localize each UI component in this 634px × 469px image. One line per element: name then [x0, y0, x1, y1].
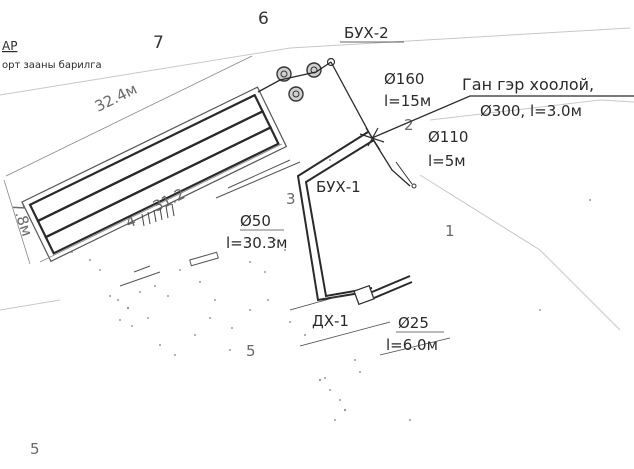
pipe-d160-length: l=15м	[384, 92, 431, 110]
infiltration-strip-1	[28, 93, 265, 223]
zone-number-5a: 5	[246, 342, 256, 360]
treatment-unit-2	[288, 86, 304, 102]
drawing-subtitle: орт зааны барилга	[2, 60, 102, 71]
outfall-spec: Ø300, l=3.0м	[480, 102, 582, 120]
treatment-units	[276, 62, 322, 102]
dimension-length-outer: 32.4м	[92, 80, 140, 116]
pipe-d25-run	[371, 275, 413, 299]
pipe-from-building	[257, 61, 332, 93]
pipe-d160	[330, 61, 373, 139]
zone-number-3: 3	[286, 190, 296, 208]
pipe-d160-diameter: Ø160	[384, 70, 424, 88]
zone-number-6: 6	[258, 9, 269, 29]
chamber-dh1-icon	[353, 284, 375, 306]
manhole-buh1-icon	[359, 127, 385, 151]
annotation-leaders	[240, 229, 451, 356]
zone-number-2: 2	[404, 116, 414, 134]
hatch-marks	[141, 203, 175, 227]
zone-number-1: 1	[445, 222, 455, 240]
terrain-dots	[71, 159, 591, 421]
outfall-title: Ган гэр хоолой,	[462, 75, 594, 94]
building-outline	[21, 86, 288, 263]
pipe-d50-diameter: Ø50	[240, 212, 271, 230]
valve-symbol-icon	[395, 161, 417, 189]
manhole-buh2-label: БУХ-2	[344, 24, 389, 42]
pipe-d25-length: l=6.0м	[386, 336, 438, 354]
dimension-width: 7.8м	[8, 200, 36, 239]
zone-number-5b: 5	[30, 440, 40, 458]
dimension-length-inner: 31.2	[150, 185, 188, 216]
dimension-lines	[3, 55, 283, 265]
pipe-d110-diameter: Ø110	[428, 128, 468, 146]
pipe-d50-run	[296, 131, 375, 302]
chamber-dh1-label: ДХ-1	[312, 312, 349, 330]
infiltration-strip-3	[44, 126, 280, 255]
pipe-d50-length: l=30.3м	[226, 234, 287, 252]
zone-number-7: 7	[153, 33, 164, 53]
pipe-d110-length: l=5м	[428, 152, 466, 170]
pipe-d300	[371, 95, 634, 139]
drawing-title: AP	[2, 39, 17, 53]
pipe-d110	[371, 137, 411, 187]
treatment-unit-1	[276, 66, 292, 82]
ground-features	[119, 159, 301, 287]
property-lines	[0, 27, 634, 331]
manhole-buh1-label: БУХ-1	[316, 178, 361, 196]
pipe-d25-diameter: Ø25	[398, 314, 429, 332]
treatment-unit-inner	[280, 66, 318, 98]
infiltration-strip-2	[36, 109, 272, 239]
